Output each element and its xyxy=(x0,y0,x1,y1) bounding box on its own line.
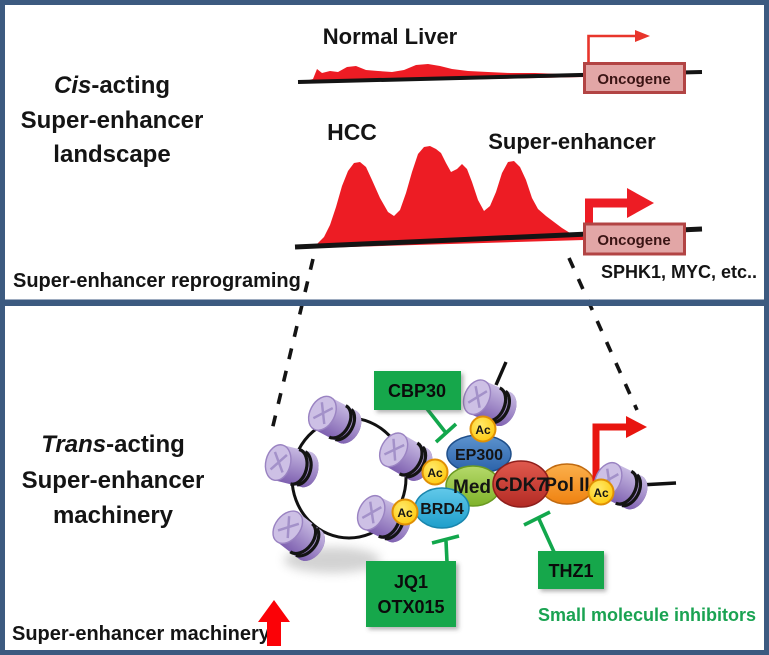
transcription-arrow-small xyxy=(587,34,636,65)
side-title-line3: machinery xyxy=(53,502,174,529)
inhibitor-box-cbp30: CBP30 xyxy=(374,371,461,410)
inhibition-line-thz1 xyxy=(523,510,556,553)
top-panel: Oncogene Oncogene Normal Liver HCC Super… xyxy=(13,24,757,292)
side-title-trans: Trans-acting Super-enhancer machinery xyxy=(22,431,205,529)
caption-machinery: Super-enhancer machinery xyxy=(12,623,271,645)
caption-reprograming: Super-enhancer reprograming xyxy=(13,270,301,292)
cis-rest: -acting xyxy=(91,72,170,99)
ac-label: Ac xyxy=(475,423,491,437)
dna-tail-top xyxy=(494,361,508,386)
ac-label: Ac xyxy=(397,506,413,520)
ac-label: Ac xyxy=(593,486,609,500)
transcription-arrow-large xyxy=(585,188,654,228)
ac-badge: Ac xyxy=(469,415,497,443)
side-title-line2: Super-enhancer xyxy=(21,107,204,134)
hcc-title: HCC xyxy=(327,119,377,145)
otx015-label: OTX015 xyxy=(377,597,444,617)
cis-italic: Cis xyxy=(54,72,91,99)
hcc-profile xyxy=(316,146,584,248)
protein-cdk7 xyxy=(492,460,550,508)
side-title-line2: Super-enhancer xyxy=(22,467,205,494)
trans-rest: -acting xyxy=(106,431,185,458)
svg-text:Trans-acting: Trans-acting xyxy=(41,431,185,458)
ac-label: Ac xyxy=(427,466,443,480)
transcription-arrow-machinery xyxy=(592,423,626,487)
jq1-label: JQ1 xyxy=(394,572,428,592)
dashed-connector-right xyxy=(567,257,639,411)
oncogene-box-hcc: Oncogene xyxy=(583,222,686,256)
transcription-arrow-small-head xyxy=(635,30,650,42)
inhibitor-box-thz1: THZ1 xyxy=(538,551,604,589)
note-small-molecule-inhibitors: Small molecule inhibitors xyxy=(538,605,756,625)
side-title-line3: landscape xyxy=(53,141,170,168)
transcription-arrow-machinery-head xyxy=(626,416,647,438)
dashed-connector-left xyxy=(270,258,315,431)
cbp30-label: CBP30 xyxy=(388,381,446,401)
ac-badge: Ac xyxy=(421,458,449,486)
oncogene-box-normal: Oncogene xyxy=(583,62,686,94)
inhibitor-box-jq1-otx015: JQ1 OTX015 xyxy=(366,561,456,627)
trans-italic: Trans xyxy=(41,431,106,458)
ac-badge: Ac xyxy=(391,498,419,526)
oncogene-label: Oncogene xyxy=(597,232,670,249)
protein-brd4-label: BRD4 xyxy=(420,501,464,518)
protein-polii-label: Pol II xyxy=(544,475,589,496)
bottom-panel: EP300 Med CDK7 Pol II BRD4 Ac Ac Ac Ac xyxy=(12,361,756,646)
up-arrow xyxy=(258,600,290,646)
gene-note: SPHK1, MYC, etc.. xyxy=(601,262,757,282)
super-enhancer-label: Super-enhancer xyxy=(488,129,656,154)
svg-text:Cis-acting: Cis-acting xyxy=(54,72,170,99)
inhibition-line-jq1 xyxy=(431,534,460,563)
protein-cdk7-label: CDK7 xyxy=(495,475,547,496)
protein-med-label: Med xyxy=(453,477,491,498)
oncogene-label: Oncogene xyxy=(597,71,670,88)
thz1-label: THZ1 xyxy=(549,561,594,581)
panel-divider xyxy=(2,299,767,306)
normal-liver-title: Normal Liver xyxy=(323,24,458,49)
side-title-cis: Cis-acting Super-enhancer landscape xyxy=(21,72,204,168)
protein-ep300-label: EP300 xyxy=(455,447,503,464)
ac-badge: Ac xyxy=(587,478,615,506)
